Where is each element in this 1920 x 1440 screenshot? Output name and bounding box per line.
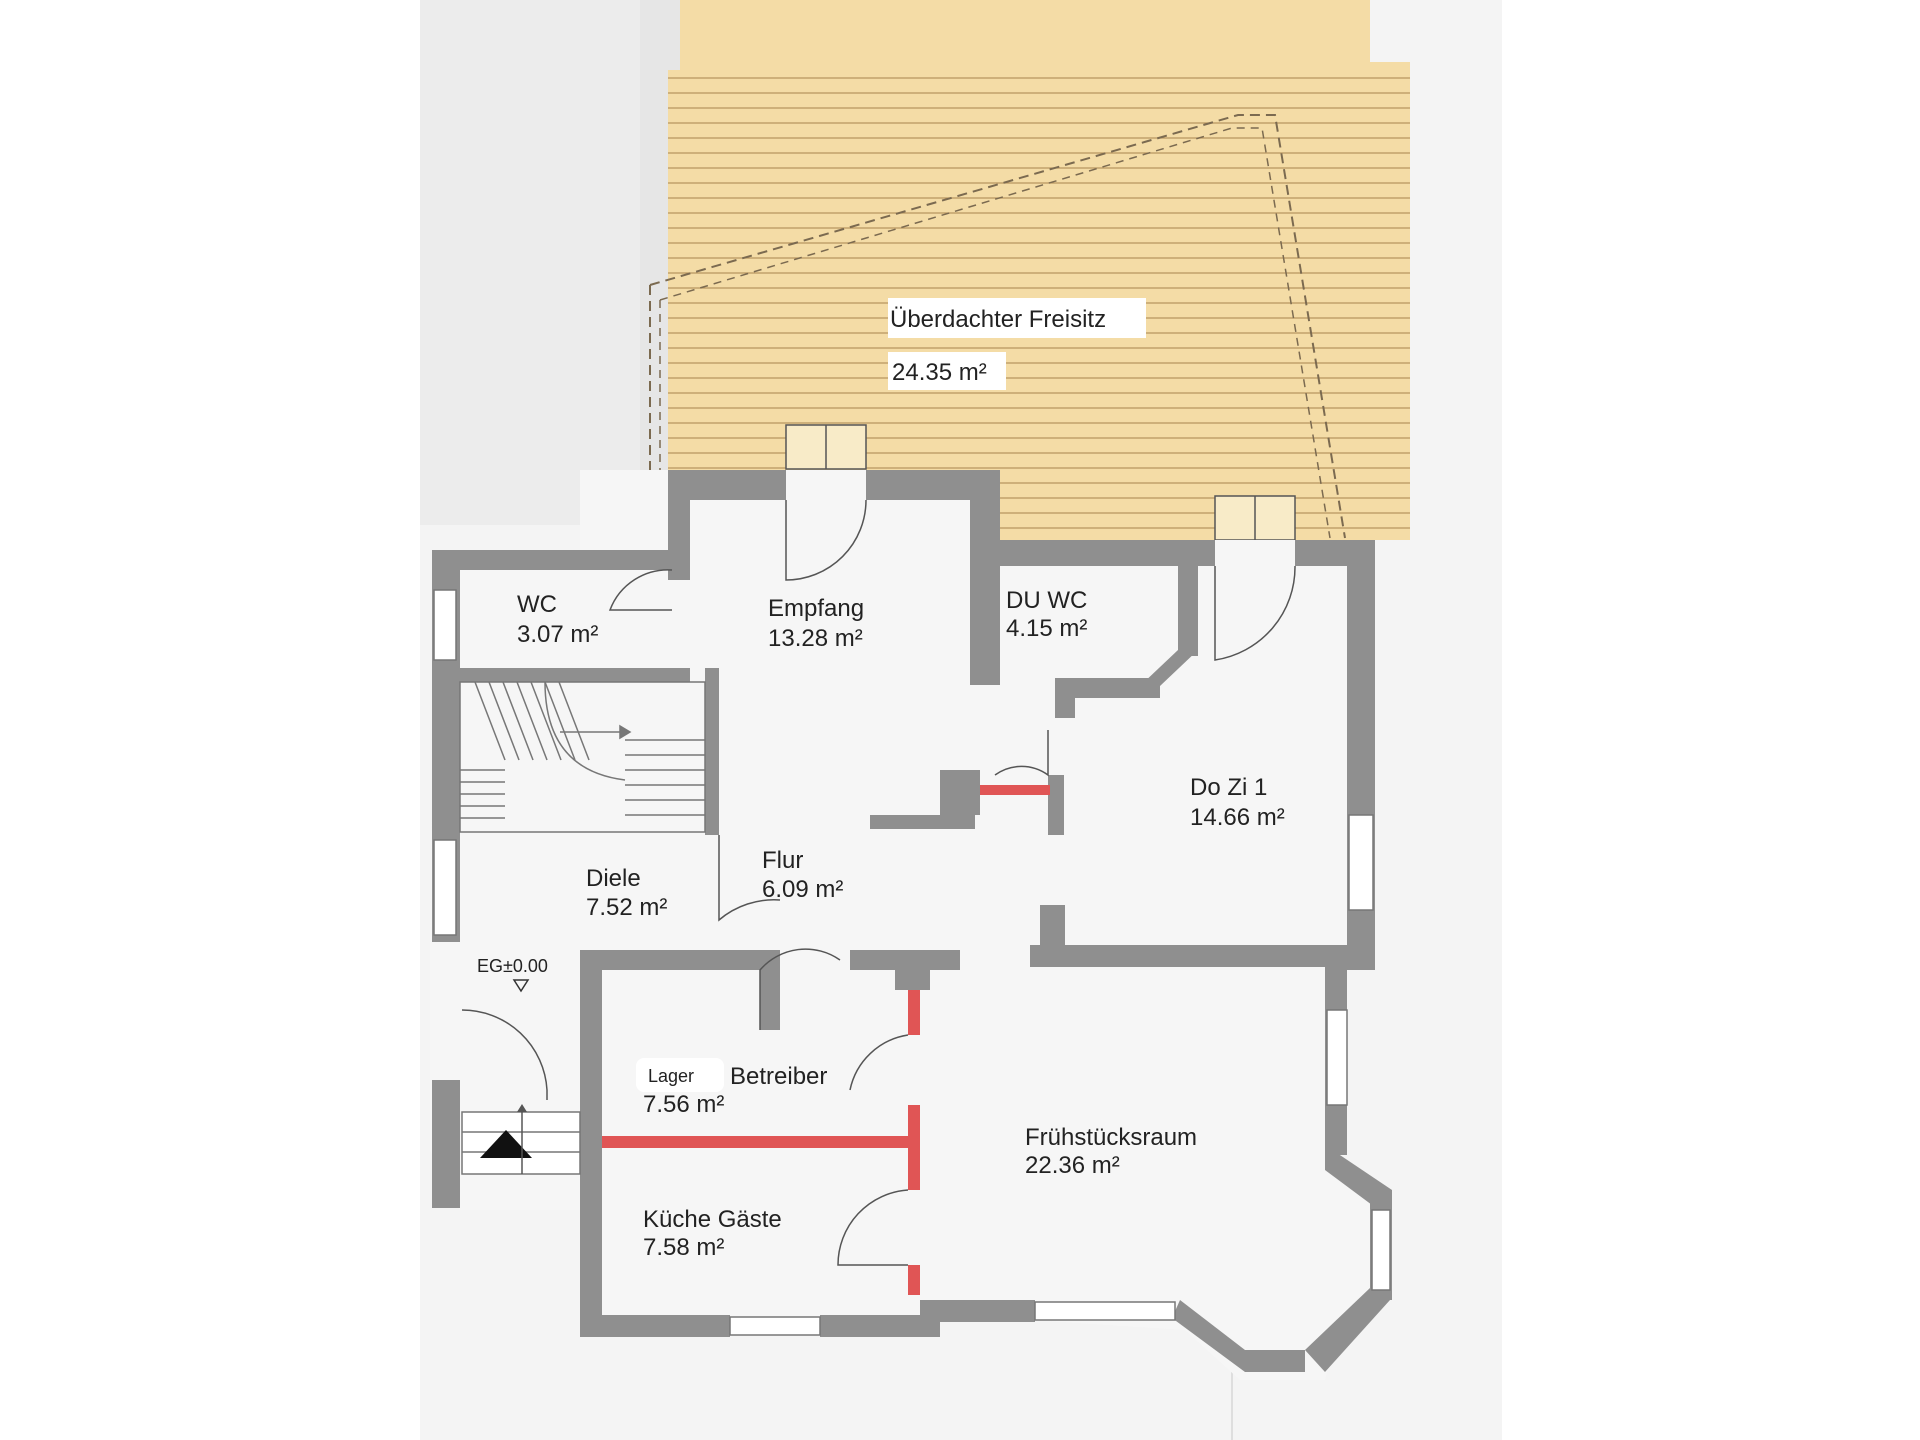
room-diele-area: 7.52 m²	[586, 894, 667, 921]
stair-tread	[488, 681, 520, 761]
terrace-label: Überdachter Freisitz 24.35 m²	[888, 298, 1146, 390]
window-fruehstueck-south	[1034, 1301, 1176, 1321]
window-kueche	[729, 1316, 821, 1336]
door-entry	[461, 1009, 548, 1100]
room-betreiber-name: Betreiber	[730, 1063, 827, 1090]
wall-core-west	[580, 950, 602, 1335]
wall-west-lower	[432, 1080, 460, 1208]
new-wall-betreiber-east	[908, 990, 920, 1035]
window-diele	[433, 839, 457, 936]
wall-empfang-east	[970, 470, 1000, 685]
door-duwc	[994, 730, 1049, 777]
room-dozi-area: 14.66 m²	[1190, 804, 1285, 831]
wall-fruehstueck-col	[895, 960, 930, 990]
paper-fold-shadow	[420, 0, 640, 525]
staircase	[459, 681, 706, 833]
window-bay	[1371, 1209, 1391, 1291]
level-marker: EG±0.00	[477, 956, 548, 976]
door-swings	[461, 499, 1296, 1266]
wall-dozi-south	[1030, 945, 1375, 967]
door-empfang-terrace	[785, 499, 867, 581]
wall-bay-east-3	[1325, 1145, 1392, 1205]
window-fruehstueck-east	[1326, 1009, 1348, 1106]
room-duwc-area: 4.15 m²	[1006, 615, 1087, 642]
wall-top-wc	[432, 550, 672, 570]
windows	[433, 589, 1391, 1336]
terrace-area-box	[888, 352, 1006, 390]
stair-tread	[474, 681, 506, 761]
terrace-area: 24.35 m²	[892, 359, 987, 386]
terrace-dashed-outline-inner	[659, 127, 1331, 539]
wall-core-south	[580, 1315, 730, 1337]
wall-fruehstueck-south	[920, 1300, 1035, 1322]
wall-wc-south	[460, 668, 690, 682]
lager-label: Lager	[648, 1066, 694, 1086]
stair-tread	[558, 681, 590, 761]
room-fruehstueck-name: Frühstücksraum	[1025, 1124, 1197, 1151]
room-empfang-name: Empfang	[768, 595, 864, 622]
stair-tread	[544, 681, 576, 761]
window-dozi-east	[1348, 814, 1374, 911]
new-wall-kitchen-east-2	[908, 1265, 920, 1295]
room-flur-name: Flur	[762, 847, 803, 874]
room-wc-name: WC	[517, 591, 557, 618]
new-wall-kitchen	[602, 1136, 920, 1148]
terrace-dashed-outline	[649, 114, 1346, 539]
room-flur-area: 6.09 m²	[762, 876, 843, 903]
wall-duwc-west-lower	[1048, 775, 1064, 835]
wall-core-south-2	[820, 1315, 940, 1337]
terrace-label-box	[888, 298, 1146, 338]
wall-duwc-south	[1055, 678, 1160, 698]
wall-duwc-west	[1055, 678, 1075, 718]
room-betreiber-area: 7.56 m²	[643, 1091, 724, 1118]
entry-step-block	[461, 1111, 581, 1175]
room-kueche-area: 7.58 m²	[643, 1234, 724, 1261]
wall-bay-south	[1172, 1300, 1245, 1372]
wall-flur-west	[705, 815, 719, 835]
level-marker-triangle	[512, 979, 530, 993]
terrace-name: Überdachter Freisitz	[890, 306, 1106, 333]
wall-duwc-east	[1178, 566, 1198, 656]
wall-bay-south-2	[1245, 1350, 1305, 1372]
door-kueche	[837, 1189, 909, 1266]
door-dozi-terrace	[1214, 565, 1296, 661]
wall-bay-east-1	[1305, 1288, 1390, 1372]
door-flur-diele	[718, 835, 781, 922]
stair-tread	[502, 681, 534, 761]
walls	[432, 470, 1392, 1372]
wall-stair-east	[705, 668, 719, 828]
wall-betreiber-north	[580, 950, 760, 970]
room-diele-name: Diele	[586, 865, 641, 892]
stair-tread	[516, 681, 548, 761]
entry-marker-triangle	[480, 1130, 532, 1158]
wall-empfang-west	[668, 470, 690, 580]
stair-arrow-head	[619, 724, 632, 740]
door-betreiber-east	[849, 1034, 909, 1091]
new-walls	[602, 785, 1050, 1295]
new-wall-duwc	[980, 785, 1050, 795]
door-wc	[608, 569, 673, 611]
room-empfang-area: 13.28 m²	[768, 625, 863, 652]
wall-duwc-north	[1000, 540, 1215, 566]
room-duwc-name: DU WC	[1006, 587, 1087, 614]
wall-empfang-south-2	[940, 770, 980, 815]
room-wc-area: 3.07 m²	[517, 621, 598, 648]
door-betreiber	[759, 948, 841, 1030]
wall-duwc-diag	[1140, 650, 1198, 686]
entry-steps	[461, 1104, 581, 1175]
new-wall-kitchen-east	[908, 1105, 920, 1190]
stair-arc	[544, 681, 626, 781]
room-dozi-name: Do Zi 1	[1190, 774, 1267, 801]
terrace-area	[649, 0, 1410, 541]
entry-arrow-head	[517, 1104, 527, 1112]
wall-betreiber-east	[760, 950, 780, 1030]
wall-empfang-south	[870, 815, 975, 829]
room-kueche-name: Küche Gäste	[643, 1206, 782, 1233]
lager-label-box	[636, 1058, 724, 1092]
window-wc	[433, 589, 457, 661]
stair-tread	[530, 681, 562, 761]
stair-outline	[459, 681, 706, 833]
room-fruehstueck-area: 22.36 m²	[1025, 1152, 1120, 1179]
